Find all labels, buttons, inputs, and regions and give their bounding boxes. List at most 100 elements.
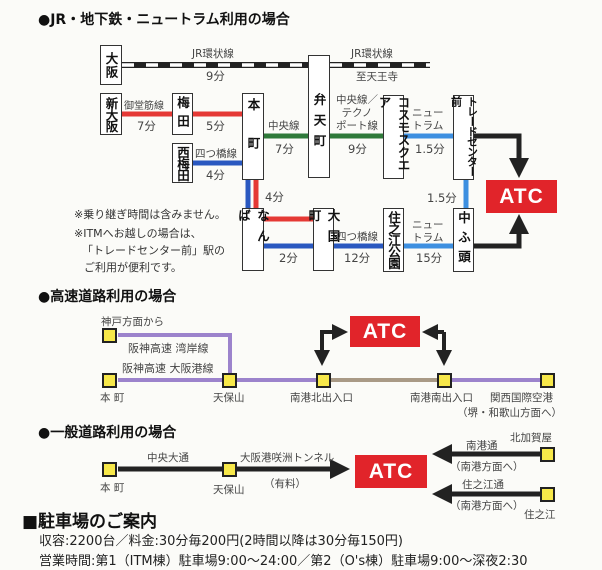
node-kitakagaya: [540, 447, 555, 462]
tempozan-road-label: 天保山: [213, 484, 245, 496]
expressway-lines: [118, 333, 548, 382]
station-bentencho: 弁天町: [308, 55, 330, 178]
from-kobe-label: 神戸方面から: [101, 316, 164, 328]
midosuji-time-2: 5分: [206, 119, 225, 133]
label-line: トラム: [412, 120, 444, 132]
station-honmachi: 本町: [242, 93, 264, 180]
suminoe-dori-label: 住之江通: [462, 479, 504, 491]
honmachi-label: 本 町: [100, 392, 125, 404]
newtram-vertical-time: 1.5分: [427, 191, 457, 205]
node-tempozan-road: [222, 462, 237, 477]
kitakagaya-label: 北加賀屋: [510, 432, 552, 444]
yotsubashi2-label: 四つ橋線: [336, 231, 378, 243]
kix-direction: （堺・和歌山方面へ）: [457, 407, 562, 419]
node-nanko-minami: [437, 373, 452, 388]
local-road-section-title: ●一般道路利用の場合: [38, 425, 177, 441]
chuo-label: 中央線: [268, 120, 300, 132]
station-label: 大国町: [306, 209, 341, 250]
station-label: 住之江公園: [386, 211, 401, 269]
label-line: 中央線／: [336, 94, 378, 106]
station-label: 本町: [245, 98, 261, 175]
chuo-time: 7分: [275, 142, 294, 156]
midosuji-line: [122, 111, 313, 222]
chuo-odori-label: 中央大通: [147, 452, 189, 464]
station-namba: なんば: [236, 208, 270, 271]
honmachi-road-label: 本 町: [100, 482, 125, 494]
label-line: トラム: [412, 232, 444, 244]
suminoe-label: 住之江: [524, 509, 556, 521]
atc-logo-rail: ATC: [486, 180, 557, 213]
station-umeda: 梅田: [172, 93, 193, 135]
station-label: 新大阪: [103, 96, 119, 132]
note-itm: ※ITMへお越しの場合は、: [74, 227, 202, 240]
station-label: 西梅田: [175, 145, 190, 181]
nanko-dori-label: 南港通: [466, 440, 498, 452]
yotsubashi-label: 四つ橋線: [195, 148, 237, 160]
station-osaka: 大阪: [100, 45, 122, 85]
chuo-techno-label: 中央線／ テクノ ポート線: [336, 94, 378, 133]
station-label: 弁天町: [311, 92, 327, 155]
newtram-time-2: 15分: [416, 251, 443, 265]
newtram-label-1: ニュー トラム: [412, 107, 444, 133]
node-honmachi: [102, 373, 117, 388]
jr-loop-time: 9分: [206, 69, 225, 83]
note-transfer: ※乗り継ぎ時間は含みません。: [74, 208, 226, 221]
atc-logo-expressway: ATC: [350, 316, 420, 347]
station-shin-osaka: 新大阪: [100, 93, 122, 135]
station-nishi-umeda: 西梅田: [172, 143, 193, 183]
label-line: ニュー: [412, 107, 444, 119]
station-trade-center-mae: トレードセンター前: [450, 95, 479, 180]
yotsubashi2-time: 12分: [344, 251, 371, 265]
atc-arrows-rail: [474, 133, 529, 249]
yotsubashi-time: 4分: [206, 168, 225, 182]
node-kix: [540, 373, 555, 388]
jr-loop-label: JR環状線: [192, 48, 234, 60]
station-daikokucho: 大国町: [307, 208, 341, 271]
parking-hours: 営業時間:第1（ITM棟）駐車場9:00～24:00／第2（O's棟）駐車場9:…: [39, 554, 528, 569]
label-line: テクノ: [341, 107, 373, 119]
jr-loop-right-label: JR環状線: [351, 48, 393, 60]
note-itm-3: ご利用が便利です。: [84, 261, 182, 274]
station-label: トレードセンター前: [449, 96, 479, 176]
station-label: コスモスクエア: [376, 96, 411, 171]
note-itm-2: 「トレードセンター前」駅の: [82, 244, 225, 257]
midosuji-label: 御堂筋線: [124, 101, 164, 112]
parking-capacity-fee: 収容:2200台／料金:30分毎200円(2時間以降は30分毎150円): [39, 534, 403, 549]
wangan-label: 阪神高速 湾岸線: [128, 342, 209, 355]
nanko-kita-label: 南港北出入口: [290, 392, 353, 404]
station-label: 梅田: [175, 95, 190, 133]
expressway-section-title: ●高速道路利用の場合: [38, 289, 177, 305]
atc-logo-road: ATC: [355, 455, 427, 488]
namba-daikoku-time: 2分: [279, 251, 298, 265]
kix-label: 関西国際空港: [490, 392, 553, 404]
tempozan-label: 天保山: [213, 392, 245, 404]
label-line: ニュー: [412, 219, 444, 231]
label-line: ポート線: [336, 120, 378, 132]
nanko-direction-1: （南港方面へ）: [450, 461, 524, 473]
tunnel-label: 大阪港咲洲トンネル: [240, 452, 335, 464]
newtram-label-2: ニュー トラム: [412, 219, 444, 245]
node-tempozan: [222, 373, 237, 388]
station-label: 大阪: [103, 51, 119, 79]
station-label: 中ふ頭: [456, 210, 471, 270]
station-cosmo-square: コスモスクエア: [377, 95, 411, 179]
jr-loop-destination: 至天王寺: [356, 71, 398, 83]
honmachi-namba-time: 4分: [265, 190, 284, 204]
toll-label: （有料）: [264, 478, 306, 490]
chuo-techno-time: 9分: [348, 142, 367, 156]
osakako-label: 阪神高速 大阪港線: [122, 362, 214, 375]
node-kobe: [102, 328, 117, 343]
newtram-time-1: 1.5分: [415, 142, 445, 156]
midosuji-time-1: 7分: [137, 119, 156, 133]
station-label: なんば: [236, 209, 270, 250]
newtram-line: [404, 133, 469, 249]
parking-title: ■駐車場のご案内: [22, 512, 158, 532]
node-suminoe: [540, 487, 555, 502]
station-nakafuto: 中ふ頭: [453, 208, 474, 272]
rail-section-title: ●JR・地下鉄・ニュートラム利用の場合: [38, 12, 290, 28]
station-suminoe-koen: 住之江公園: [383, 208, 404, 272]
node-honmachi-road: [102, 462, 117, 477]
atc-arrows-expressway: [314, 324, 452, 366]
